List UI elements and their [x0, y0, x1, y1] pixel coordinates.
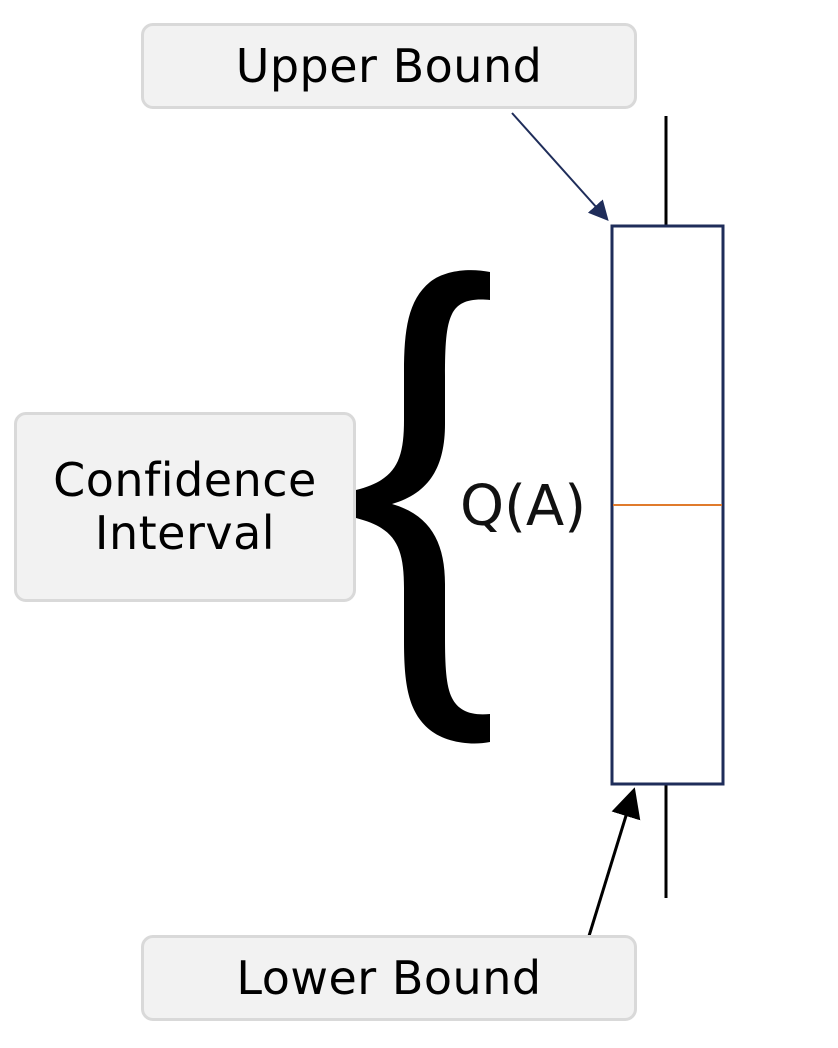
upper-bound-arrow — [511, 112, 609, 221]
estimate-label: Q(A) — [460, 474, 587, 539]
confidence-brace — [356, 270, 490, 744]
lower-bound-label: Lower Bound — [141, 935, 637, 1021]
lower-bound-arrow — [587, 787, 641, 937]
upper-bound-label: Upper Bound — [141, 23, 637, 109]
confidence-interval-label: Confidence Interval — [14, 412, 356, 602]
